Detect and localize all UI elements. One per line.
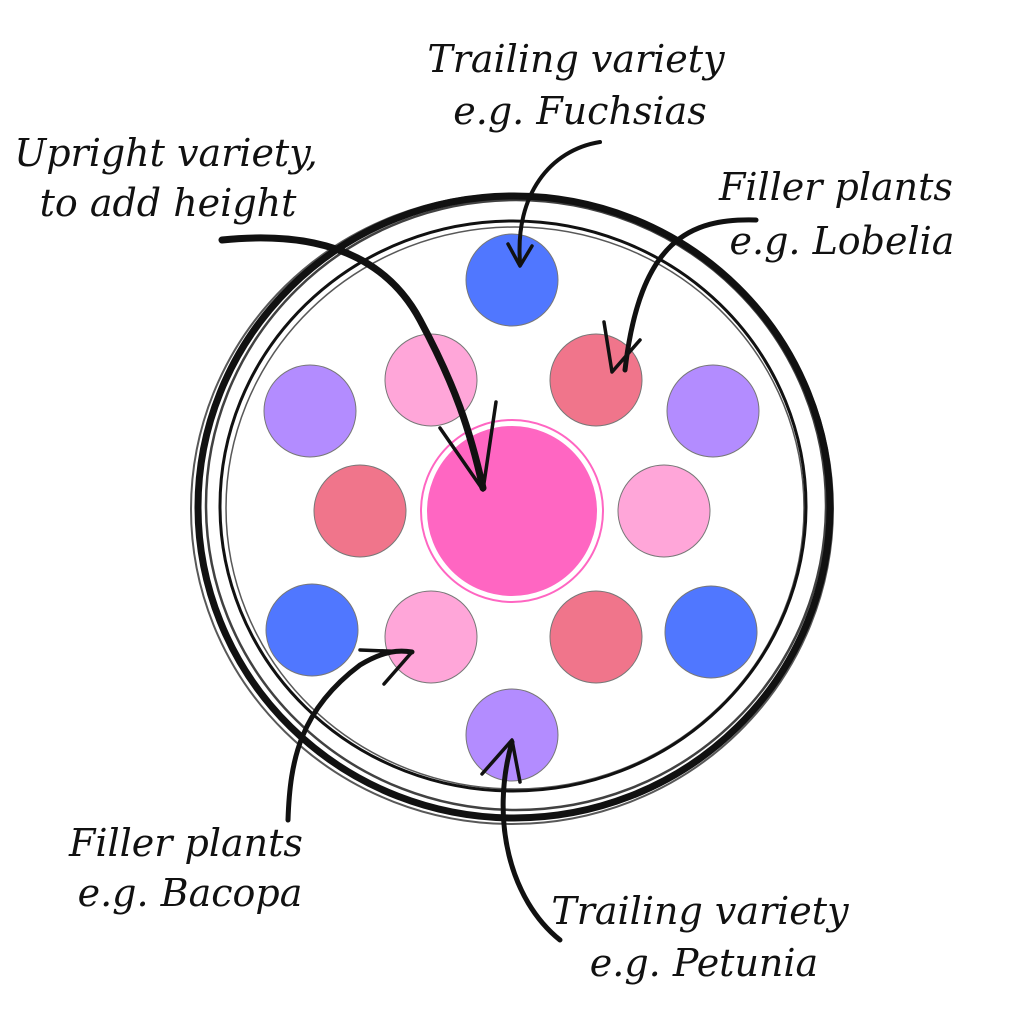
- plant-lower-right-inner: [549, 590, 643, 684]
- plant-top: [465, 233, 559, 327]
- plant-lower-right-outer: [664, 585, 758, 679]
- labels: Trailing variety e.g. Fuchsias Upright v…: [14, 37, 965, 985]
- label-trailing-bottom-line1: Trailing variety: [551, 889, 849, 933]
- arrow-filler-right-head: [602, 320, 642, 374]
- arrow-filler-left-head: [358, 648, 414, 686]
- arrow-trailing-top: [517, 140, 602, 264]
- label-upright-line1: Upright variety,: [14, 131, 318, 175]
- plant-bottom: [465, 688, 559, 782]
- label-trailing-bottom-line2: e.g. Petunia: [590, 941, 818, 985]
- center-plant: [425, 424, 599, 598]
- plant-upper-left-outer: [263, 364, 357, 458]
- plant-upper-right-outer: [666, 364, 760, 458]
- label-upright: Upright variety, to add height: [14, 131, 330, 225]
- arrow-filler-right: [622, 217, 759, 373]
- label-filler-left: Filler plants e.g. Bacopa: [68, 821, 315, 915]
- plants: [263, 233, 760, 782]
- label-trailing-top: Trailing variety e.g. Fuchsias: [427, 37, 736, 133]
- plant-mid-right: [617, 464, 711, 558]
- arrow-upright-head: [438, 400, 498, 492]
- pot-outline: [190, 192, 834, 825]
- arrow-trailing-bottom-head: [480, 738, 522, 784]
- label-filler-right: Filler plants e.g. Lobelia: [718, 165, 965, 263]
- label-trailing-bottom: Trailing variety e.g. Petunia: [551, 889, 860, 985]
- plant-lower-left-outer: [265, 583, 359, 677]
- arrow-trailing-top-head: [506, 242, 534, 268]
- label-filler-left-line1: Filler plants: [68, 821, 303, 865]
- label-filler-right-line1: Filler plants: [718, 165, 953, 209]
- label-upright-line2: to add height: [40, 181, 298, 225]
- center-plant-halo: [420, 419, 604, 603]
- label-filler-left-line2: e.g. Bacopa: [78, 871, 303, 915]
- plant-lower-left-inner: [384, 590, 478, 684]
- arrow-upright: [218, 234, 487, 492]
- plant-mid-left: [313, 464, 407, 558]
- plant-upper-right-inner: [549, 333, 643, 427]
- label-trailing-top-line2: e.g. Fuchsias: [453, 89, 706, 133]
- arrows: [218, 140, 759, 943]
- arrow-trailing-bottom: [500, 739, 563, 943]
- label-filler-right-line2: e.g. Lobelia: [730, 219, 955, 263]
- label-trailing-top-line1: Trailing variety: [427, 37, 725, 81]
